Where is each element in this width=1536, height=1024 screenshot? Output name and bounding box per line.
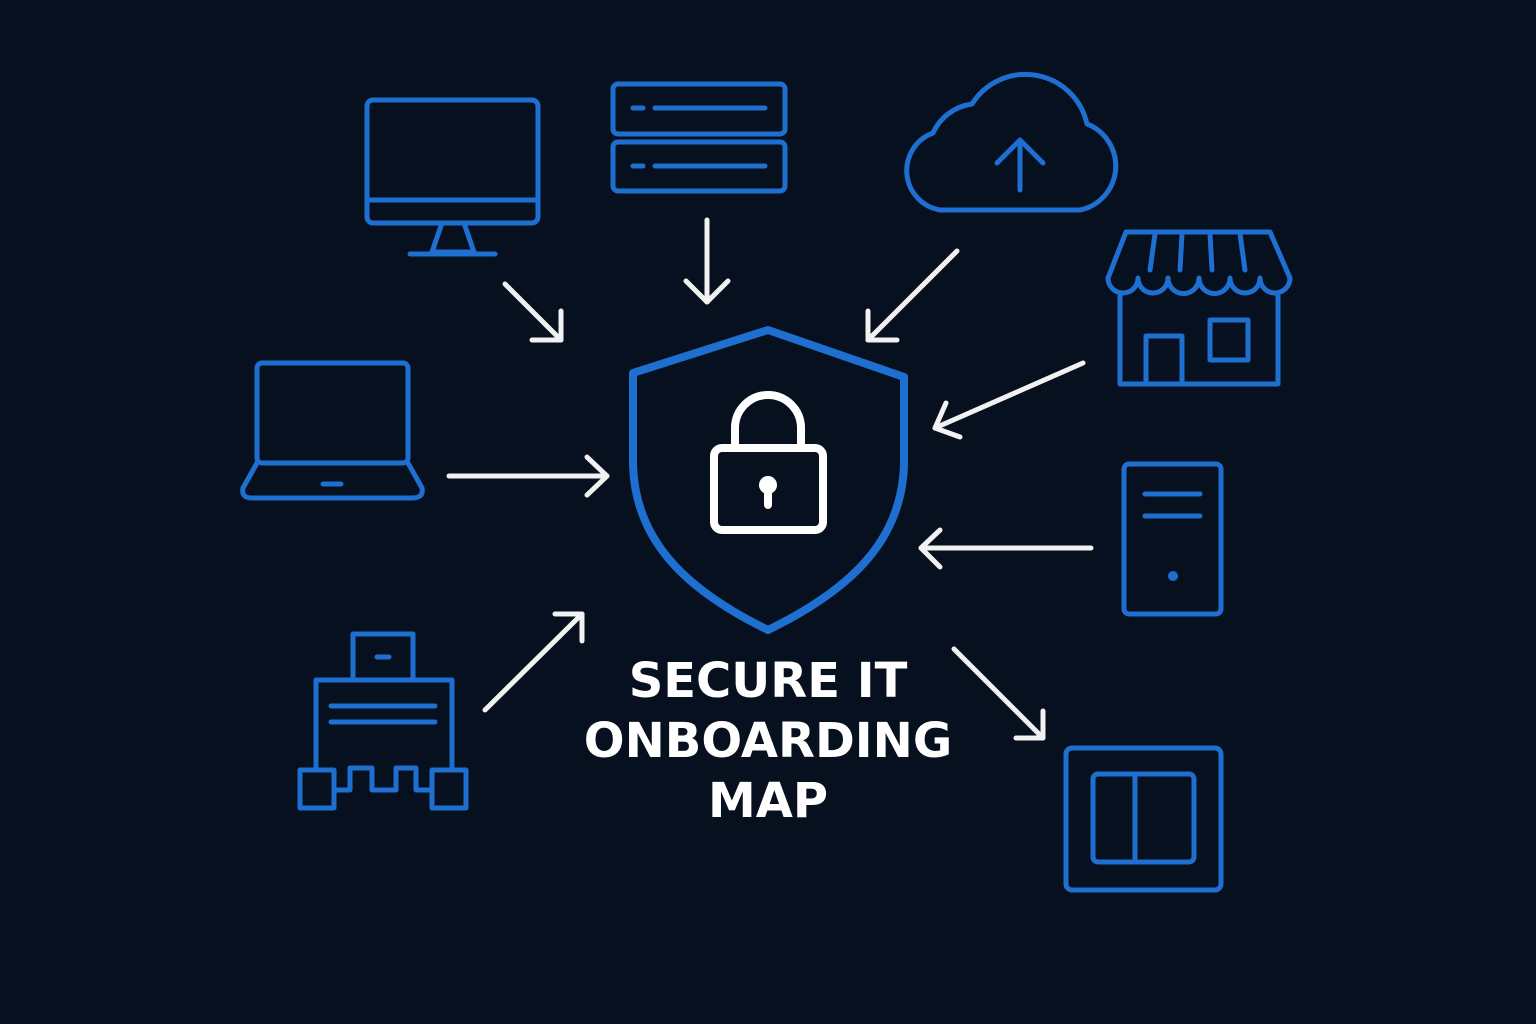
arrow-from-cloud [865,248,960,343]
laptop-icon [240,360,425,501]
arrow-from-storefront [932,360,1086,440]
storefront-icon [1105,229,1293,387]
cloud-upload-icon [904,71,1119,213]
arrow-from-desktop [502,281,564,343]
arrow-to-panel-device [951,646,1046,741]
desktop-monitor-icon [364,97,541,257]
diagram-title: SECURE IT ONBOARDING MAP [584,653,952,829]
server-rack-icon [610,81,788,194]
title-line-1: SECURE IT [629,653,908,709]
title-line-2: ONBOARDING [584,713,952,769]
network-hub-icon [297,631,469,811]
arrow-from-network-hub [482,611,585,713]
arrow-from-tower-pc [918,527,1094,570]
tower-pc-icon [1121,461,1224,617]
lock-body [710,444,827,534]
lock-shackle [731,391,805,452]
title-line-3: MAP [708,773,828,829]
arrow-from-laptop [446,454,610,498]
arrow-from-server [683,217,731,305]
shield-lock-icon [629,326,908,634]
panel-device-icon [1063,745,1224,893]
